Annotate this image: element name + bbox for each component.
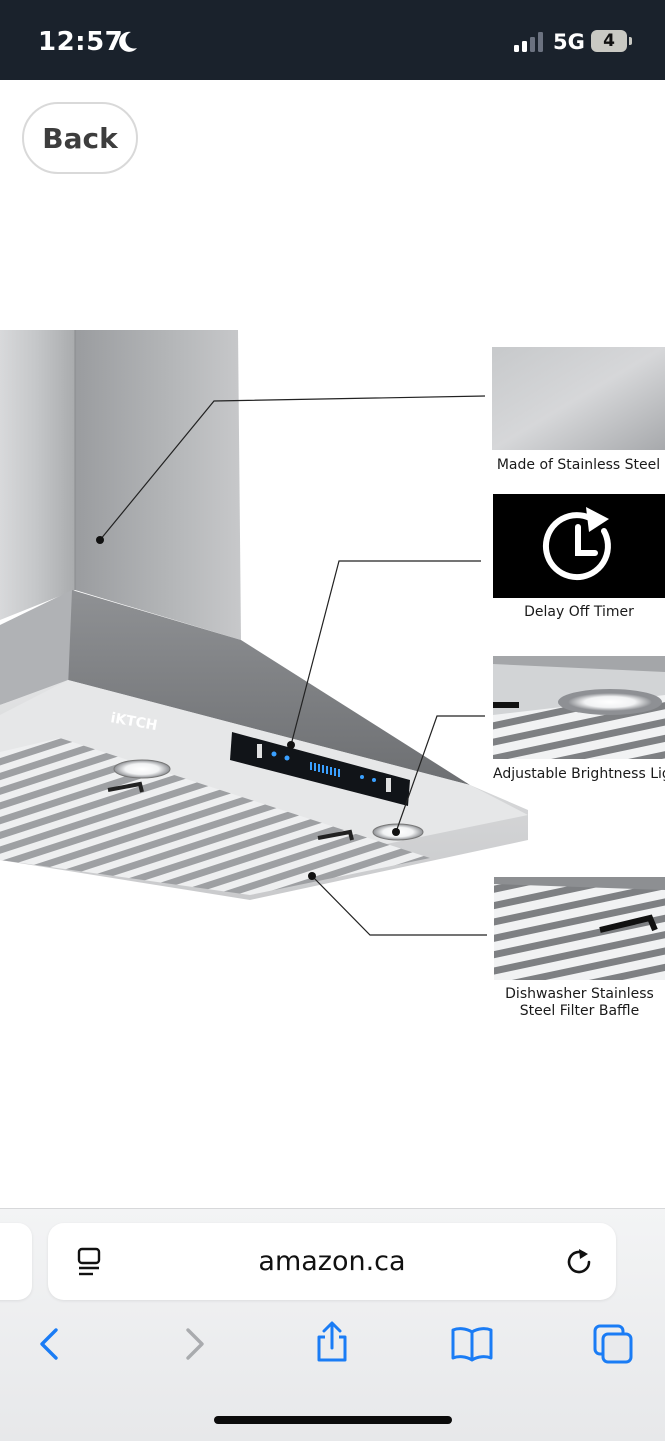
status-time: 12:57 bbox=[38, 27, 124, 57]
moon-icon bbox=[119, 31, 137, 52]
callout-dots bbox=[96, 536, 400, 880]
previous-tab-pill[interactable] bbox=[0, 1223, 32, 1300]
battery-icon: 4 bbox=[591, 30, 627, 52]
light-closeup bbox=[493, 656, 665, 759]
share-icon[interactable] bbox=[310, 1320, 354, 1364]
bookmarks-icon[interactable] bbox=[450, 1322, 494, 1366]
url-text[interactable]: amazon.ca bbox=[258, 1246, 406, 1277]
back-arrow-icon[interactable] bbox=[28, 1322, 72, 1366]
callout-baffle-text-line1: Dishwasher Stainless bbox=[505, 986, 654, 1002]
callout-label-stainless: Made of Stainless Steel bbox=[492, 457, 665, 474]
control-panel-leds bbox=[271, 751, 376, 782]
status-bar: 12:57 5G 4 bbox=[0, 0, 665, 80]
stainless-swatch bbox=[492, 347, 665, 450]
callout-stainless-text: Made of Stainless Steel bbox=[496, 457, 661, 473]
signal-bars-icon bbox=[514, 32, 543, 52]
network-type: 5G bbox=[553, 30, 585, 54]
back-button[interactable]: Back bbox=[22, 102, 138, 174]
callout-baffle-text-line2: Steel Filter Baffle bbox=[519, 1003, 640, 1019]
hood-chimney bbox=[0, 330, 241, 640]
callout-lines bbox=[99, 395, 487, 936]
battery-nub bbox=[629, 37, 632, 45]
reader-mode-icon[interactable] bbox=[76, 1247, 104, 1279]
callout-timer-text: Delay Off Timer bbox=[524, 604, 634, 620]
callout-label-timer: Delay Off Timer bbox=[493, 604, 665, 621]
callout-label-baffle: Dishwasher Stainless Steel Filter Baffle bbox=[494, 986, 665, 1020]
callout-light-text: Adjustable Brightness Light bbox=[493, 766, 665, 782]
product-image: iKTCH bbox=[0, 330, 665, 980]
forward-arrow-icon[interactable] bbox=[172, 1322, 216, 1366]
tabs-icon[interactable] bbox=[591, 1322, 635, 1366]
timer-icon bbox=[543, 512, 611, 581]
timer-arrow bbox=[586, 507, 609, 532]
address-bar[interactable] bbox=[48, 1223, 616, 1300]
baffle-closeup bbox=[494, 877, 665, 980]
hood-canopy: iKTCH bbox=[0, 590, 528, 900]
reload-icon[interactable] bbox=[564, 1245, 594, 1277]
home-indicator bbox=[214, 1416, 452, 1424]
battery-level: 4 bbox=[603, 31, 615, 51]
callout-label-light: Adjustable Brightness Light bbox=[493, 766, 665, 783]
